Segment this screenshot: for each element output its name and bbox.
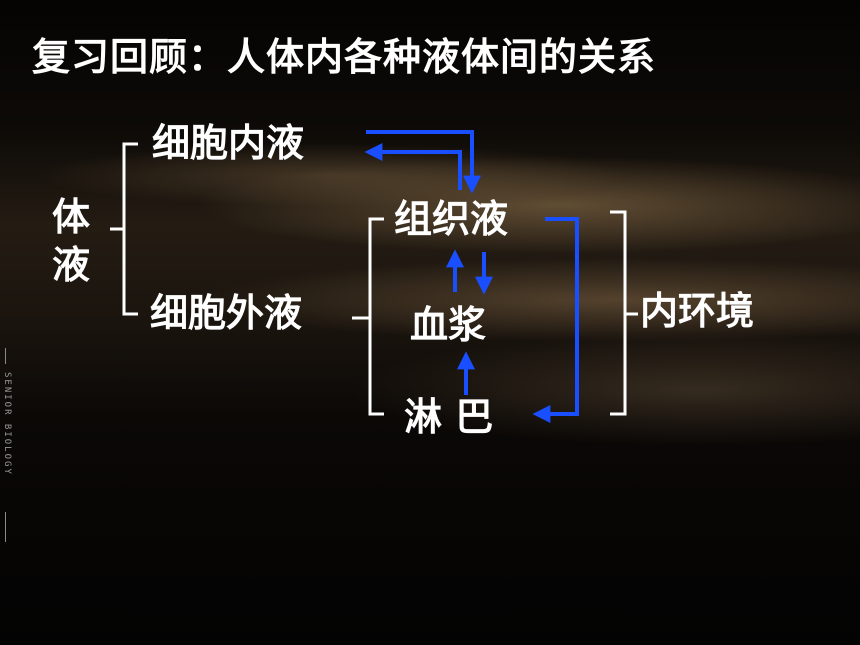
label-extracellular-fluid: 细胞外液 [150, 291, 303, 335]
label-body-fluid: 体液 [52, 195, 91, 287]
label-plasma: 血浆 [410, 303, 487, 347]
side-line-top [5, 348, 6, 364]
label-internal-environment: 内环境 [640, 289, 755, 333]
label-lymph: 淋 巴 [404, 395, 494, 439]
arrow-intracellular-to-tissue [366, 130, 481, 194]
bracket-body-fluid [110, 142, 138, 316]
side-line-bottom [5, 512, 6, 542]
label-tissue-fluid: 组织液 [394, 197, 509, 241]
arrow-tissue-to-lymph [532, 217, 579, 423]
label-intracellular-fluid: 细胞内液 [152, 121, 305, 165]
side-watermark-text: SENIOR BIOLOGY [2, 372, 12, 476]
bracket-internal-environment [610, 210, 638, 416]
bracket-extracellular [352, 217, 384, 416]
page-title: 复习回顾：人体内各种液体间的关系 [32, 35, 657, 79]
arrow-tissue-to-intracellular [364, 143, 462, 190]
